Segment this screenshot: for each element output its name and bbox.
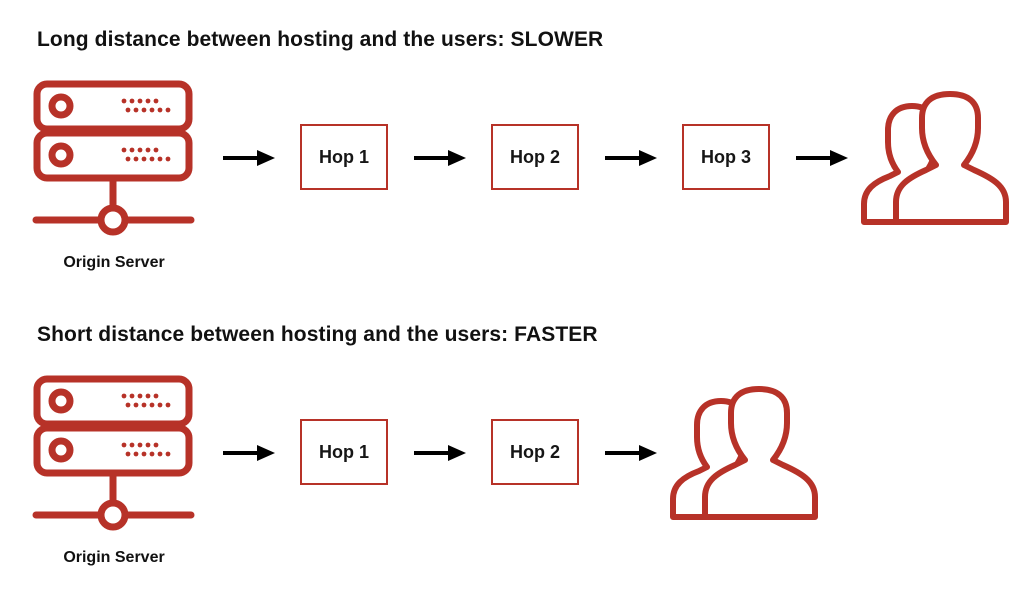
arrow-right-icon (221, 443, 277, 463)
server-icon (30, 78, 196, 236)
hop-box: Hop 2 (491, 419, 579, 485)
hop-box: Hop 2 (491, 124, 579, 190)
arrow-right-icon (412, 443, 468, 463)
origin-server-label: Origin Server (63, 549, 165, 566)
faster-heading: Short distance between hosting and the u… (37, 323, 598, 346)
arrow-right-icon (603, 443, 659, 463)
slower-diagram: Long distance between hosting and the us… (0, 28, 1024, 271)
faster-diagram: Short distance between hosting and the u… (0, 295, 1024, 590)
users-icon (860, 90, 1010, 228)
server-icon (30, 373, 196, 531)
arrow-right-icon (221, 148, 277, 168)
arrow-right-icon (794, 148, 850, 168)
arrow-right-icon (412, 148, 468, 168)
origin-server-label: Origin Server (63, 254, 165, 271)
hop-box: Hop 1 (300, 419, 388, 485)
users-icon (669, 385, 819, 523)
hop-box: Hop 1 (300, 124, 388, 190)
arrow-right-icon (603, 148, 659, 168)
slower-heading: Long distance between hosting and the us… (37, 28, 604, 51)
hop-box: Hop 3 (682, 124, 770, 190)
